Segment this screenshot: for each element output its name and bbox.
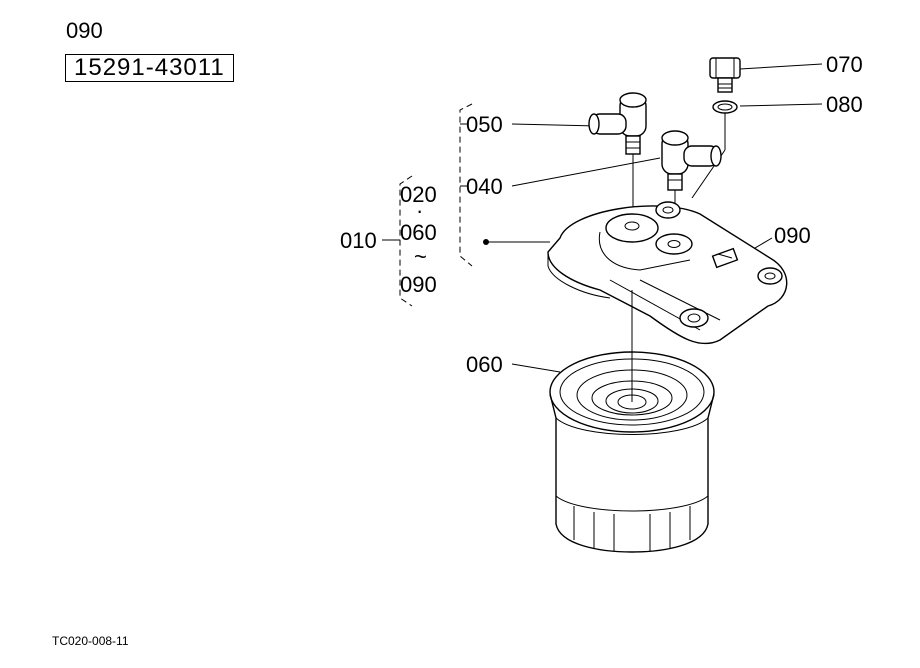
part-number-box: 15291-43011 — [65, 54, 234, 82]
callout-070: 070 — [826, 52, 863, 77]
callout-010: 010 — [340, 228, 377, 253]
leader-lines — [488, 63, 823, 373]
filter-head-shape — [547, 201, 788, 350]
bolt-070-shape — [709, 57, 741, 93]
callout-040: 040 — [466, 174, 503, 199]
callout-060: 060 — [466, 352, 503, 377]
range-tilde: ~ — [414, 244, 427, 269]
callout-090: 090 — [774, 223, 811, 248]
filter-cartridge-shape — [549, 350, 715, 553]
callout-020: 020 — [400, 182, 437, 207]
washer-080-shape — [712, 100, 738, 114]
drawing-code: TC020-008-11 — [52, 634, 129, 648]
elbow-040-shape — [661, 130, 722, 246]
callout-080: 080 — [826, 92, 863, 117]
callout-090-range: 090 — [400, 272, 437, 297]
callout-050: 050 — [466, 112, 503, 137]
callout-060-range: 060 — [400, 220, 437, 245]
leader-dot — [483, 239, 489, 245]
reference-number: 090 — [66, 18, 103, 43]
range-dot: · — [416, 198, 424, 223]
elbow-050-shape — [588, 92, 647, 226]
range-bracket — [399, 175, 413, 307]
